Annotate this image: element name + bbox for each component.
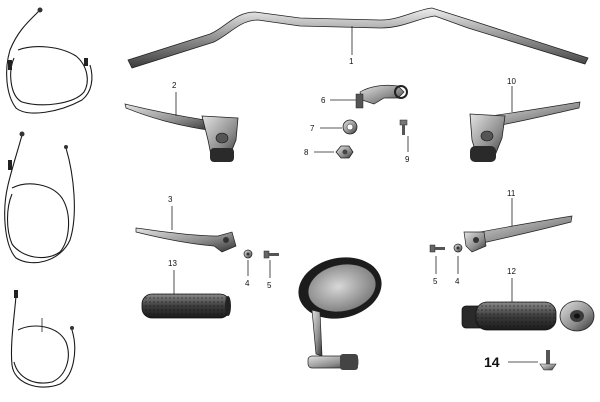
left-grip (141, 293, 231, 319)
throttle-end-cap (559, 300, 595, 332)
mounting-screw (539, 350, 557, 371)
right-lever-blade (463, 215, 573, 253)
label-part-6: 6 (321, 96, 326, 105)
control-cable-1 (6, 7, 93, 114)
label-part-14: 14 (484, 354, 500, 370)
label-part-5-right: 5 (433, 277, 438, 286)
control-cable-3 (10, 290, 76, 388)
label-part-11: 11 (507, 189, 516, 198)
small-screw (399, 119, 408, 135)
cable-nipple-icon (37, 7, 43, 13)
right-clutch-lever (469, 101, 581, 162)
label-part-5-left: 5 (267, 281, 272, 290)
cable-adjuster-clamp (355, 84, 408, 109)
label-part-4-right: 4 (455, 277, 460, 286)
lever-nut-right (453, 243, 463, 253)
label-part-9: 9 (405, 155, 410, 164)
label-part-10: 10 (507, 77, 516, 86)
left-lever-blade (135, 227, 237, 253)
handlebar (127, 7, 589, 69)
lever-nut-left (243, 249, 253, 259)
pivot-bolt-left (263, 250, 279, 259)
washer (342, 119, 358, 135)
label-part-3: 3 (168, 195, 173, 204)
control-cable-2 (4, 131, 75, 264)
label-part-8: 8 (304, 148, 309, 157)
label-part-12: 12 (507, 267, 516, 276)
hex-nut (335, 145, 354, 159)
throttle-grip (461, 301, 557, 331)
label-part-2: 2 (172, 81, 177, 90)
label-part-7: 7 (310, 124, 315, 133)
label-part-13: 13 (168, 259, 177, 268)
label-part-4-left: 4 (245, 279, 250, 288)
mirror-assembly (298, 257, 382, 370)
label-part-1: 1 (349, 57, 354, 66)
left-brake-lever (124, 103, 239, 162)
pivot-bolt-right (429, 244, 445, 253)
